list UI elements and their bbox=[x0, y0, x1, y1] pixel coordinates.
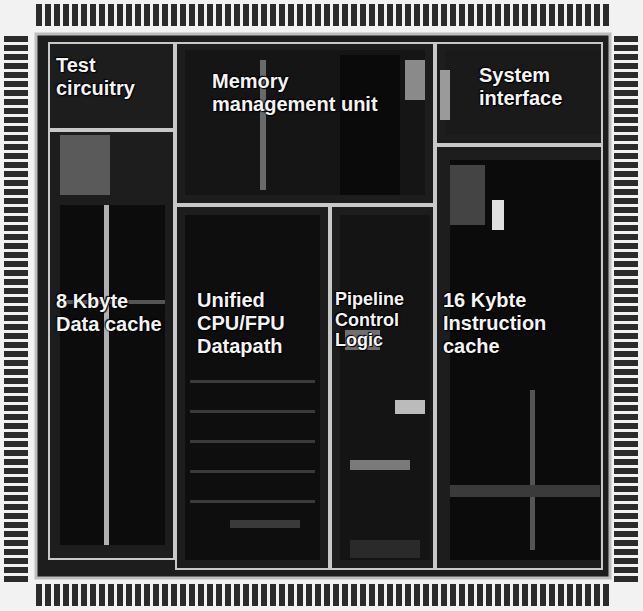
region-label: Memory management unit bbox=[212, 70, 402, 116]
icache-region: 16 Kybte Instruction cache bbox=[435, 145, 603, 570]
mmu-region: Memory management unit bbox=[175, 42, 435, 205]
region-label: System interface bbox=[479, 64, 599, 110]
region-label: Unified CPU/FPU Datapath bbox=[197, 289, 327, 358]
data-cache-region: 8 Kbyte Data cache bbox=[48, 130, 175, 560]
test-region: Test circuitry bbox=[48, 42, 175, 130]
interface-region: System interface bbox=[435, 42, 603, 145]
datapath-region: Unified CPU/FPU Datapath bbox=[175, 205, 330, 570]
region-label: 8 Kbyte Data cache bbox=[56, 290, 166, 336]
region-label: Test circuitry bbox=[56, 54, 166, 100]
region-label: 16 Kybte Instruction cache bbox=[443, 289, 598, 358]
control-region: Pipeline Control Logic bbox=[330, 205, 435, 570]
region-label: Pipeline Control Logic bbox=[335, 289, 435, 351]
